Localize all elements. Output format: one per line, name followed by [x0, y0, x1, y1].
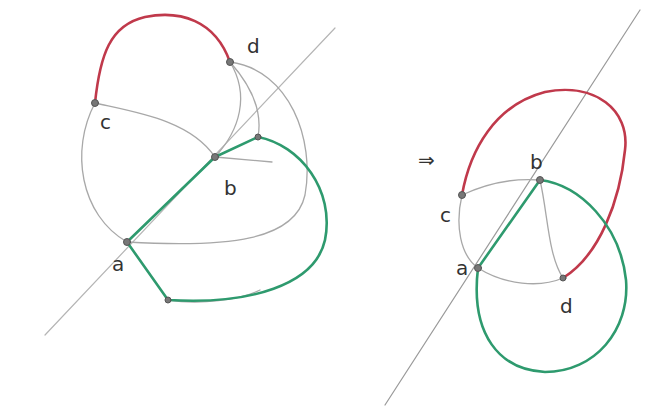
vertex-label: c [100, 112, 111, 132]
guide-line [385, 10, 640, 405]
guide-line [45, 28, 335, 335]
graph-edges [82, 62, 307, 302]
red-path [462, 90, 625, 278]
vertex-label: b [224, 178, 237, 198]
vertex-label: c [440, 205, 451, 225]
green-cycle [127, 137, 327, 301]
vertex-dots [459, 177, 567, 282]
vertex-label: a [112, 254, 124, 274]
green-cycle [477, 180, 627, 372]
vertex-label: d [247, 36, 260, 56]
vertex-label: a [456, 258, 468, 278]
implies-arrow: ⇒ [418, 150, 435, 170]
graph-edges [459, 180, 563, 284]
vertex-label: d [560, 296, 573, 316]
vertex-dots [92, 59, 262, 304]
red-path [95, 15, 230, 103]
vertex-label: b [530, 152, 543, 172]
